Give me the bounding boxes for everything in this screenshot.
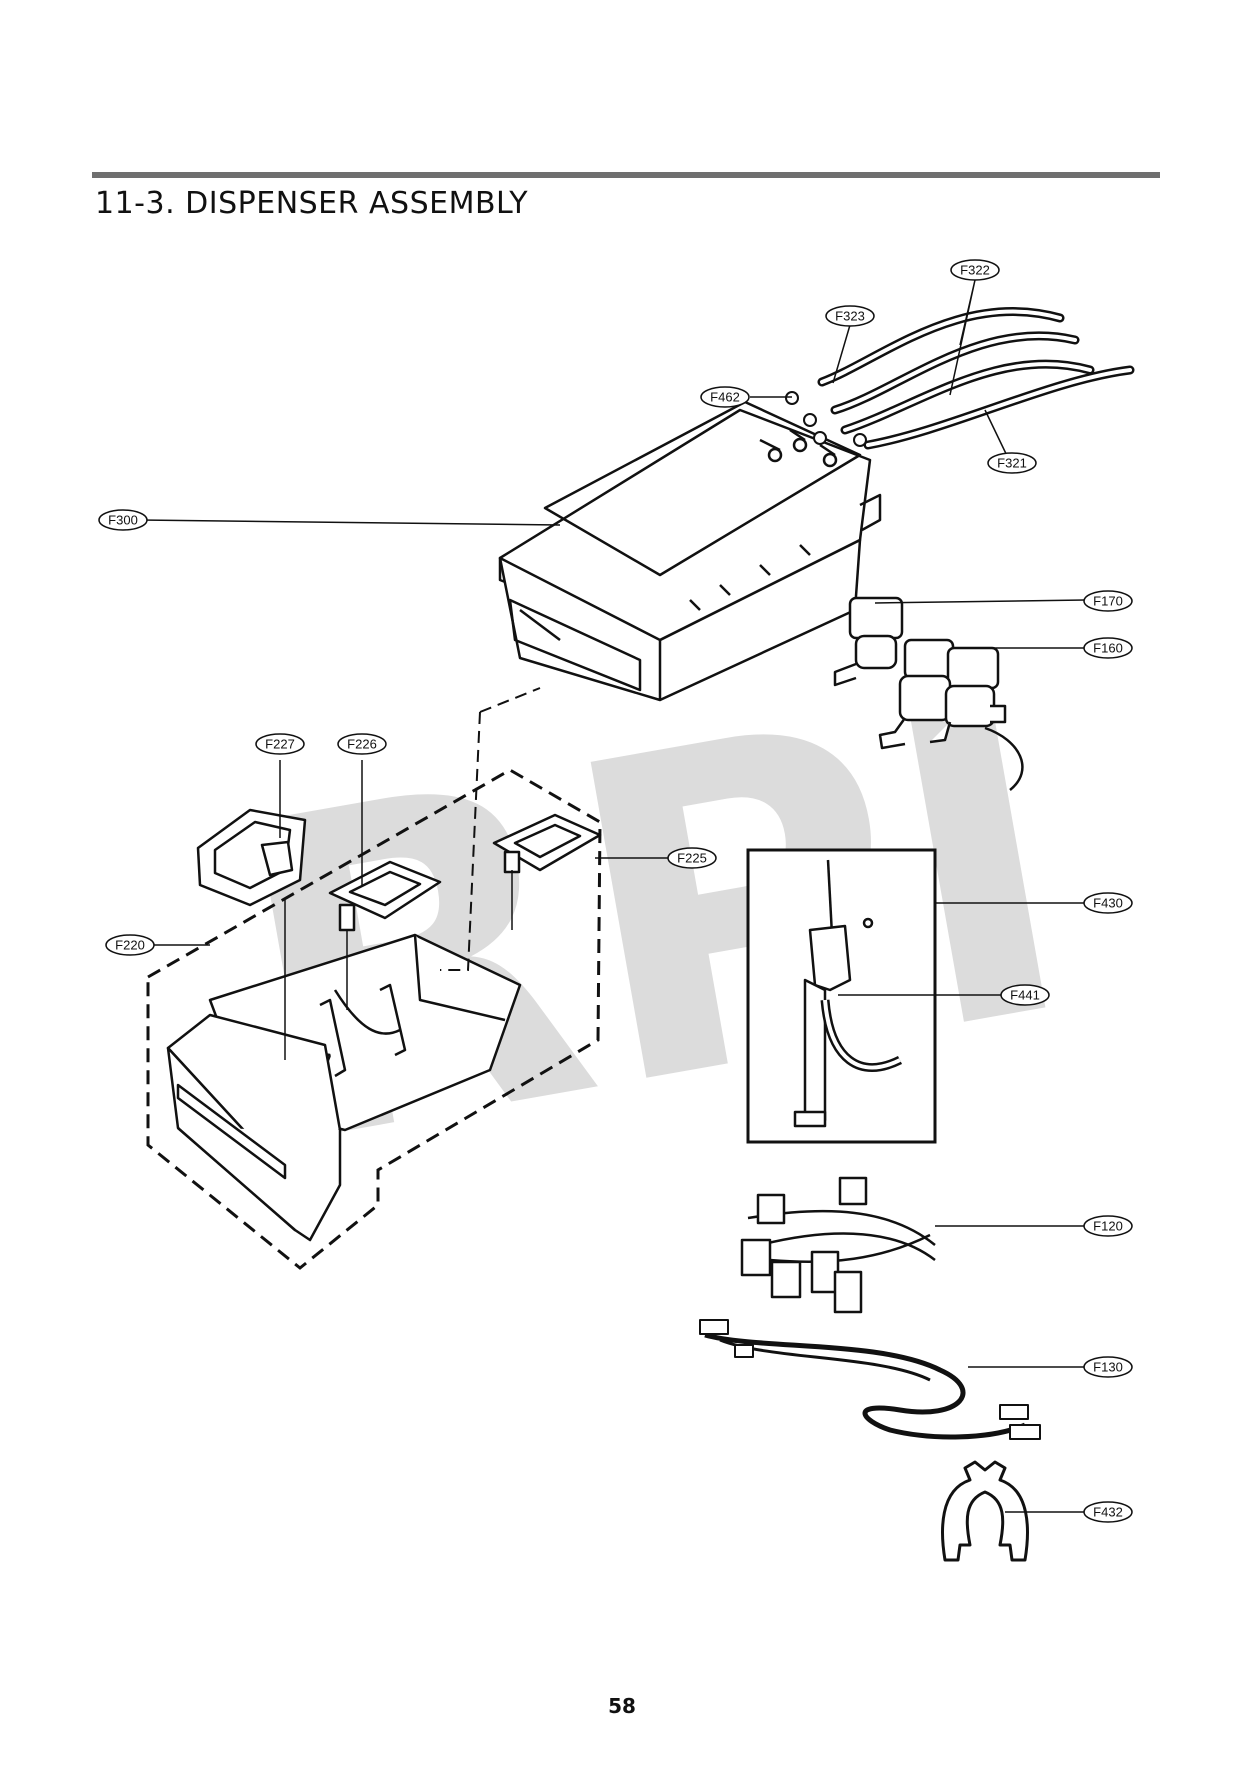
header-rule bbox=[92, 172, 1160, 178]
page-number: 58 bbox=[608, 1694, 636, 1718]
callout-f321: F321 bbox=[987, 452, 1037, 474]
softener-cap-f226 bbox=[328, 860, 442, 932]
callout-f130: F130 bbox=[1083, 1356, 1133, 1378]
dispenser-housing-f300 bbox=[498, 400, 882, 702]
dispenser-drawer-f220 bbox=[166, 933, 522, 1242]
hose-clamps-f462 bbox=[785, 391, 867, 447]
signal-cable-f130 bbox=[699, 1319, 1041, 1440]
water-valves bbox=[833, 596, 1024, 791]
svg-text:F432: F432 bbox=[1093, 1505, 1123, 1520]
svg-text:F225: F225 bbox=[677, 851, 707, 866]
callout-f432: F432 bbox=[1083, 1501, 1133, 1523]
page-title: 11-3. DISPENSER ASSEMBLY bbox=[95, 186, 529, 221]
svg-text:F220: F220 bbox=[115, 938, 145, 953]
svg-text:F462: F462 bbox=[710, 390, 740, 405]
inlet-hoses bbox=[817, 307, 1135, 450]
callout-f120: F120 bbox=[1083, 1215, 1133, 1237]
drawer-group-outline bbox=[146, 768, 602, 1270]
svg-text:F323: F323 bbox=[835, 309, 865, 324]
svg-text:F170: F170 bbox=[1093, 594, 1123, 609]
svg-text:F226: F226 bbox=[347, 737, 377, 752]
callout-f226: F226 bbox=[337, 733, 387, 755]
callout-f441: F441 bbox=[1000, 984, 1050, 1006]
part-drop-lines bbox=[284, 870, 513, 1060]
leader-lines bbox=[139, 279, 1086, 1513]
svg-text:F227: F227 bbox=[265, 737, 295, 752]
siphon-cap-f227 bbox=[196, 808, 307, 907]
svg-text:F430: F430 bbox=[1093, 896, 1123, 911]
svg-text:F160: F160 bbox=[1093, 641, 1123, 656]
callout-f170: F170 bbox=[1083, 590, 1133, 612]
callout-f430: F430 bbox=[1083, 892, 1133, 914]
callout-f225: F225 bbox=[667, 847, 717, 869]
svg-text:F300: F300 bbox=[108, 513, 138, 528]
callout-f160: F160 bbox=[1083, 637, 1133, 659]
callout-f322: F322 bbox=[950, 259, 1000, 281]
hose-guide-f432 bbox=[941, 1460, 1029, 1562]
svg-text:F120: F120 bbox=[1093, 1219, 1123, 1234]
svg-text:F321: F321 bbox=[997, 456, 1027, 471]
callout-f462: F462 bbox=[700, 386, 750, 408]
callout-f220: F220 bbox=[105, 934, 155, 956]
svg-text:F322: F322 bbox=[960, 263, 990, 278]
svg-text:F441: F441 bbox=[1010, 988, 1040, 1003]
bleach-cap-f225 bbox=[492, 813, 602, 874]
siphon-hose-group-f430 bbox=[746, 848, 937, 1144]
wire-harness-f120 bbox=[740, 1176, 936, 1314]
callout-f227: F227 bbox=[255, 733, 305, 755]
callout-f300: F300 bbox=[98, 509, 148, 531]
assembly-guide-lines bbox=[440, 687, 541, 971]
callout-f323: F323 bbox=[825, 305, 875, 327]
svg-text:F130: F130 bbox=[1093, 1360, 1123, 1375]
